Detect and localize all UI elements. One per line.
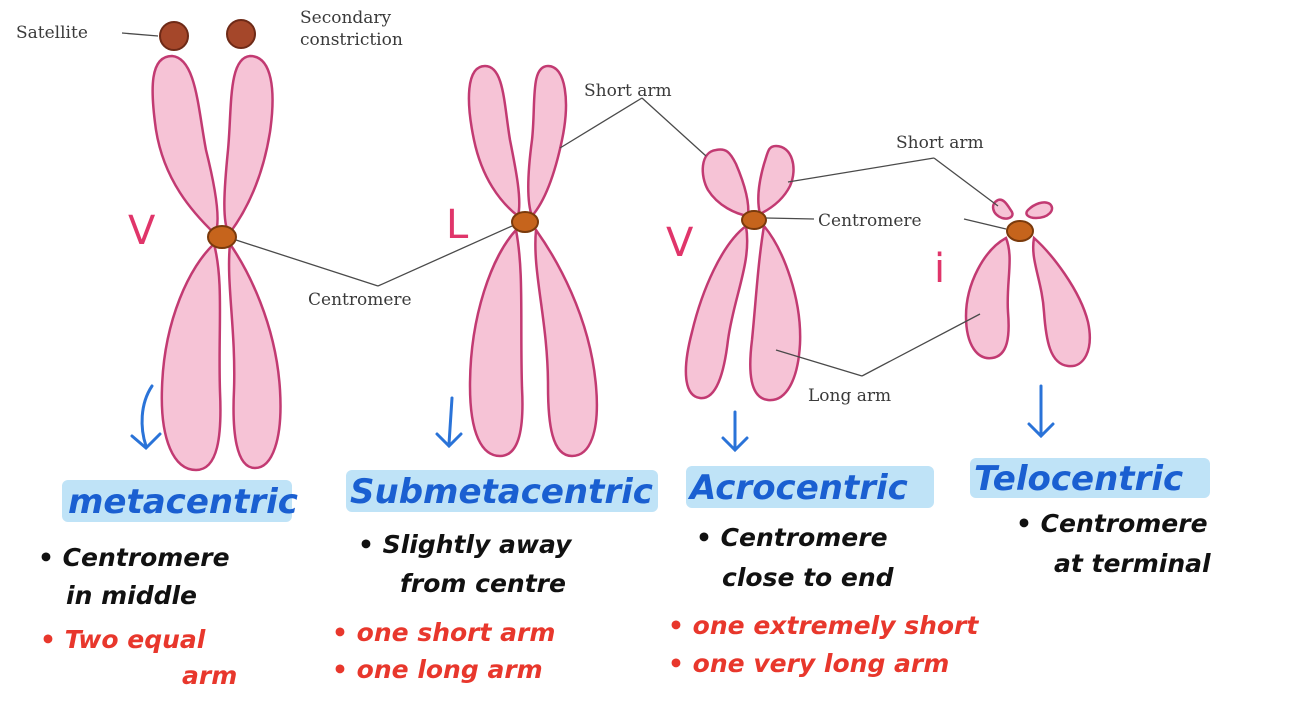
red-note-metacentric-1: • Two equal: [40, 625, 206, 654]
label-secondary-constriction-2: constriction: [300, 30, 403, 50]
submetacentric-centromere: [512, 212, 538, 232]
arrow-telocentric: [1029, 386, 1053, 436]
submetacentric-chromosome: [469, 66, 597, 456]
satellite-left: [160, 22, 188, 50]
metacentric-centromere: [208, 226, 236, 248]
black-notes: • Centromere in middle • Slightly away f…: [38, 509, 1211, 610]
label-secondary-constriction-1: Secondary: [300, 8, 392, 28]
note-submetacentric-2: from centre: [400, 569, 566, 598]
telocentric-long-arm-right: [1033, 238, 1090, 366]
name-acrocentric: Acrocentric: [687, 468, 908, 508]
centromere-leader-3: [766, 218, 814, 219]
arrow-acrocentric: [723, 412, 747, 450]
label-centromere-left: Centromere: [308, 290, 412, 310]
acrocentric-short-arm-left: [703, 150, 749, 216]
acrocentric-centromere: [742, 211, 766, 229]
name-submetacentric: Submetacentric: [350, 472, 653, 512]
note-metacentric-1: • Centromere: [38, 543, 230, 572]
arrow-submetacentric: [437, 398, 461, 446]
red-note-submetacentric-1: • one short arm: [332, 618, 555, 647]
tick-metacentric: V: [128, 208, 156, 254]
metacentric-short-arm-left: [153, 56, 218, 234]
short-arm-leader-3: [788, 158, 934, 182]
telocentric-chromosome: [966, 200, 1090, 366]
arrow-metacentric: [132, 386, 160, 448]
label-satellite: Satellite: [16, 23, 88, 43]
telocentric-long-arm-left: [966, 238, 1010, 358]
red-note-acrocentric-2: • one very long arm: [668, 649, 949, 678]
tick-submetacentric: L: [446, 202, 469, 248]
satellite-leader: [122, 33, 158, 36]
note-submetacentric-1: • Slightly away: [358, 530, 573, 559]
leader-lines: [236, 98, 1006, 376]
metacentric-long-arm-right: [229, 244, 280, 468]
label-short-arm-2: Short arm: [896, 133, 984, 153]
centromere-leader-4: [964, 219, 1006, 229]
short-arm-leader-1: [560, 98, 642, 148]
tick-telocentric: i: [934, 246, 945, 292]
note-acrocentric-1: • Centromere: [696, 523, 888, 552]
metacentric-long-arm-left: [162, 244, 221, 470]
note-acrocentric-2: close to end: [722, 563, 895, 592]
telocentric-short-arm-right: [1026, 202, 1052, 218]
name-telocentric: Telocentric: [974, 459, 1183, 499]
acrocentric-short-arm-right: [758, 146, 793, 214]
telocentric-centromere: [1007, 221, 1033, 241]
name-metacentric: metacentric: [68, 482, 298, 522]
acrocentric-long-arm-right: [750, 226, 800, 400]
label-centromere-right: Centromere: [818, 211, 922, 231]
long-arm-leader-2: [862, 314, 980, 376]
red-note-metacentric-2: arm: [182, 661, 237, 690]
satellite-right: [227, 20, 255, 48]
acrocentric-long-arm-left: [686, 226, 747, 398]
note-metacentric-2: in middle: [66, 581, 197, 610]
label-short-arm-1: Short arm: [584, 81, 672, 101]
telocentric-short-arm-left: [993, 200, 1012, 219]
label-long-arm: Long arm: [808, 386, 891, 406]
short-arm-leader-4: [934, 158, 998, 206]
note-telocentric-1: • Centromere: [1016, 509, 1208, 538]
short-arm-leader-2: [642, 98, 706, 156]
submetacentric-long-arm-right: [535, 230, 597, 456]
red-note-acrocentric-1: • one extremely short: [668, 611, 979, 640]
tick-acrocentric: V: [666, 220, 694, 266]
submetacentric-long-arm-left: [470, 230, 522, 456]
submetacentric-short-arm-right: [528, 66, 566, 216]
note-telocentric-2: at terminal: [1054, 549, 1211, 578]
acrocentric-chromosome: [686, 146, 800, 400]
red-note-submetacentric-2: • one long arm: [332, 655, 543, 684]
red-notes: • Two equal arm • one short arm • one lo…: [40, 611, 979, 690]
submetacentric-short-arm-left: [469, 66, 519, 216]
metacentric-short-arm-right: [224, 56, 272, 234]
centromere-leader-1: [236, 240, 378, 286]
